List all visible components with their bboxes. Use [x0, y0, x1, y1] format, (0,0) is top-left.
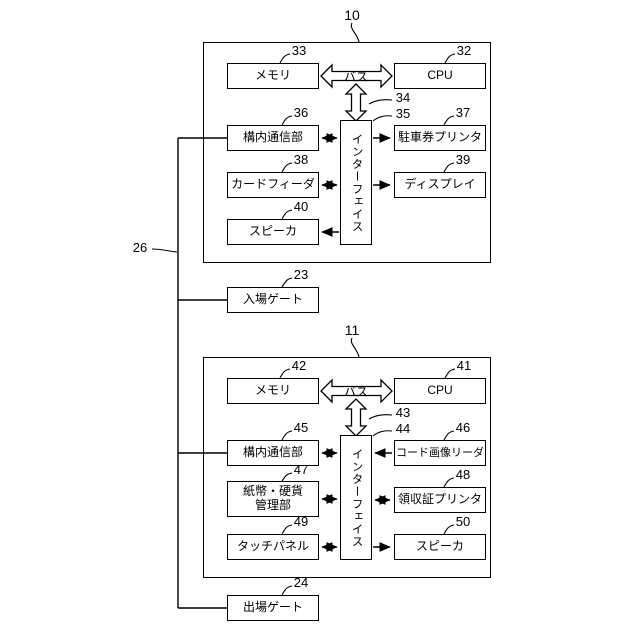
ref-cash-mgmt: 47	[293, 462, 309, 477]
ref-speaker-top: 40	[293, 199, 309, 214]
ref-interface-bottom: 44	[395, 421, 411, 436]
ref-exit-gate: 24	[293, 575, 309, 590]
ref-network-line: 26	[132, 240, 148, 255]
ref-bus-top: 34	[395, 90, 411, 105]
ref-cpu-bottom: 41	[456, 358, 472, 373]
local-comm-box-bottom: 構内通信部	[227, 440, 319, 466]
entrance-gate-box: 入場ゲート	[227, 287, 319, 313]
ref-code-reader: 46	[455, 420, 471, 435]
ref-display: 39	[455, 152, 471, 167]
card-feeder-box: カードフィーダ	[227, 172, 319, 198]
speaker-box-bottom: スピーカ	[394, 534, 486, 560]
interface-box-top: インターフェイス	[340, 120, 372, 245]
ticket-printer-box: 駐車券プリンタ	[394, 125, 486, 151]
ref-entrance-gate: 23	[293, 267, 309, 282]
cash-mgmt-label-line2: 管理部	[254, 498, 291, 512]
bus-label-bottom: バス	[343, 385, 368, 399]
display-box: ディスプレイ	[394, 172, 486, 198]
cash-mgmt-label-line1: 紙幣・硬貨	[242, 484, 303, 499]
code-reader-box: コード画像リーダ	[394, 440, 486, 466]
cash-mgmt-box: 紙幣・硬貨 管理部	[227, 481, 319, 517]
unit-bottom-outline	[203, 357, 491, 578]
ref-local-comm-top: 36	[293, 105, 309, 120]
memory-box-bottom: メモリ	[227, 378, 319, 404]
ref-local-comm-bottom: 45	[293, 420, 309, 435]
ref-bus-bottom: 43	[395, 405, 411, 420]
exit-gate-box: 出場ゲート	[227, 595, 319, 621]
ref-ticket-printer: 37	[455, 105, 471, 120]
ref-unit-top: 10	[344, 7, 360, 23]
ref-interface-top: 35	[395, 106, 411, 121]
touch-panel-box: タッチパネル	[227, 534, 319, 560]
ref-memory-bottom: 42	[291, 358, 307, 373]
ref-unit-bottom: 11	[344, 322, 360, 338]
cpu-box-bottom: CPU	[394, 378, 486, 404]
speaker-box-top: スピーカ	[227, 219, 319, 245]
ref-speaker-bottom: 50	[455, 514, 471, 529]
receipt-printer-box: 領収証プリンタ	[394, 487, 486, 513]
ref-cpu-top: 32	[456, 43, 472, 58]
interface-box-bottom: インターフェイス	[340, 435, 372, 560]
cpu-box-top: CPU	[394, 63, 486, 89]
bus-label-top: バス	[343, 70, 368, 84]
local-comm-box-top: 構内通信部	[227, 125, 319, 151]
ref-touch-panel: 49	[293, 514, 309, 529]
memory-box-top: メモリ	[227, 63, 319, 89]
unit-top-outline	[203, 42, 491, 263]
ref-receipt-printer: 48	[455, 467, 471, 482]
ref-memory-top: 33	[291, 43, 307, 58]
ref-card-feeder: 38	[293, 152, 309, 167]
